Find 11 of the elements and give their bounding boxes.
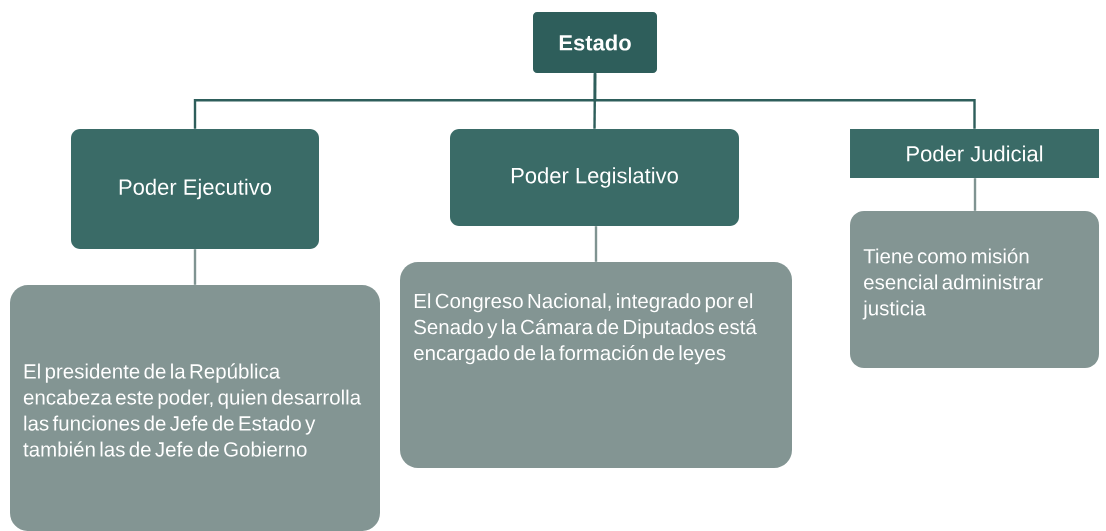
- connector-line: [193, 249, 197, 285]
- connector-line: [594, 226, 598, 262]
- description-box: El Congreso Nacional, integrado por el Senado y la Cámara de Diputados está encargado de la formación de leyes: [400, 262, 792, 468]
- connector-line: [973, 178, 977, 211]
- description-box: Tiene como misión esencial administrar justicia: [850, 211, 1099, 368]
- title-box: Estado: [533, 12, 657, 73]
- connector-line: [593, 73, 976, 129]
- branch-box: Poder Legislativo: [450, 129, 739, 226]
- description-box: El presidente de la República encabeza este poder, quien desarrolla las funciones de Jefe de Estado y también las de Jefe de Gobierno: [10, 285, 380, 531]
- branch-box: Poder Ejecutivo: [71, 129, 319, 249]
- branch-box: Poder Judicial: [850, 129, 1099, 178]
